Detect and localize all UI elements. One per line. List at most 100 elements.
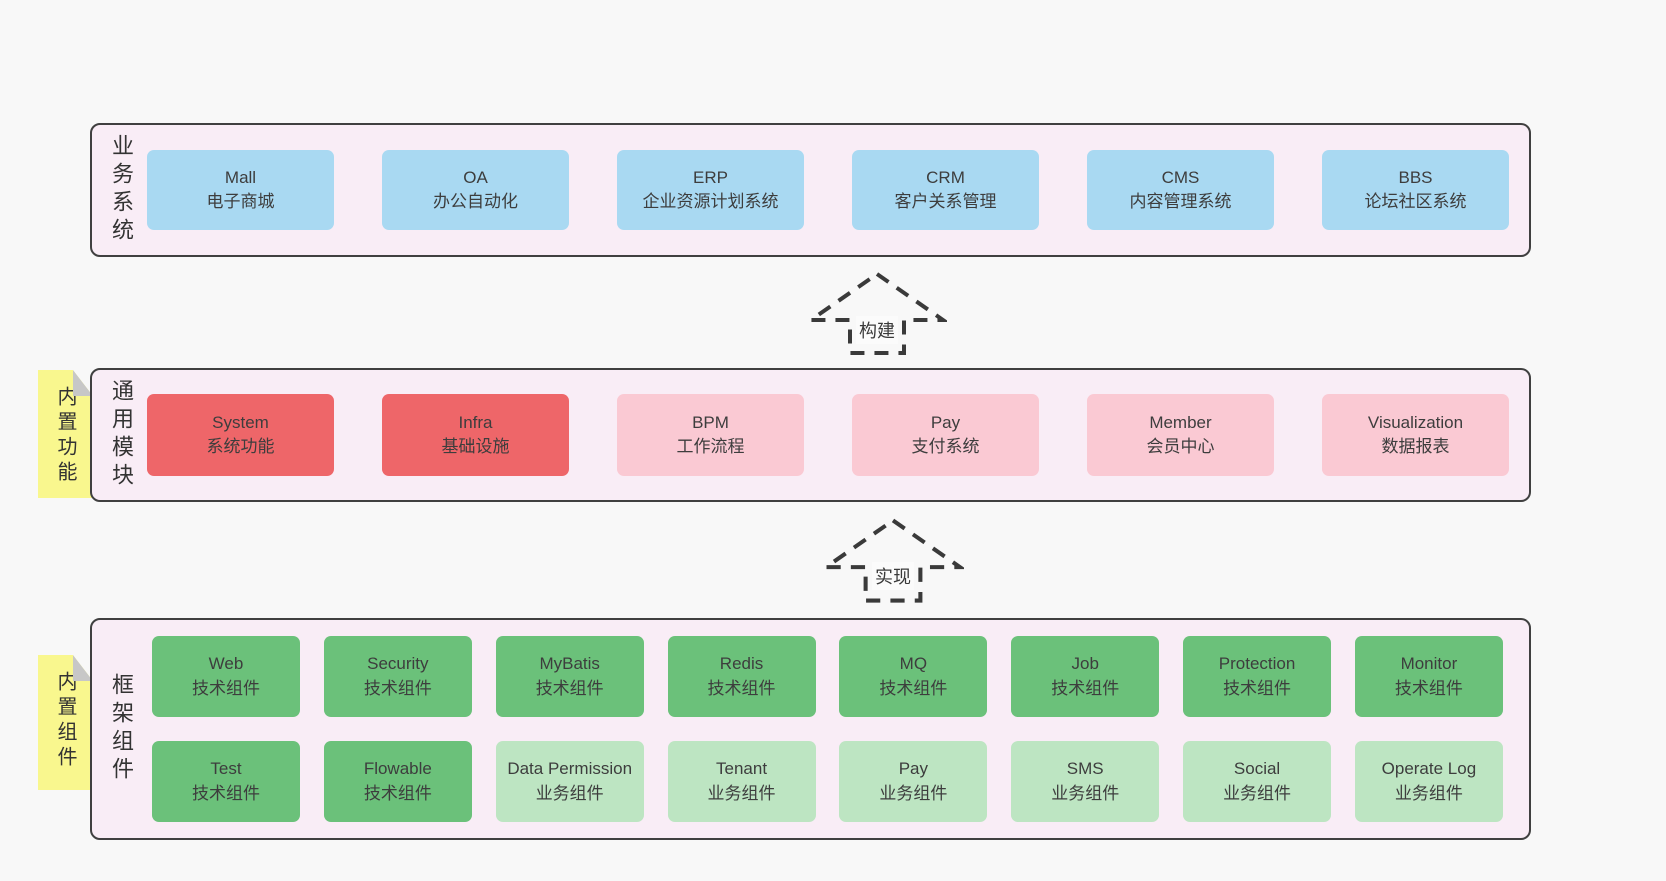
box-name: Tenant — [716, 759, 768, 779]
box-name: Social — [1233, 759, 1281, 779]
band-row: System 系统功能 Infra 基础设施 BPM 工作流程 Pay 支付系统… — [92, 394, 1529, 476]
box-name: Mall — [224, 167, 257, 187]
box-name: Pay — [898, 759, 929, 779]
box-desc: 论坛社区系统 — [1364, 192, 1467, 211]
box-name: MQ — [899, 654, 928, 674]
box-cms: CMS 内容管理系统 — [1087, 150, 1274, 230]
box-desc: 技术组件 — [1051, 678, 1120, 698]
dashed-up-arrow-icon — [807, 271, 947, 355]
box-desc: 业务组件 — [1223, 783, 1292, 803]
box-security: Security 技术组件 — [323, 636, 472, 717]
box-desc: 技术组件 — [363, 783, 432, 803]
box-desc: 技术组件 — [707, 678, 776, 698]
box-flowable: Flowable 技术组件 — [323, 741, 472, 822]
box-name: CMS — [1161, 167, 1200, 187]
box-desc: 业务组件 — [879, 783, 948, 803]
note-label: 内置功能 — [54, 386, 76, 486]
box-social: Social 业务组件 — [1183, 741, 1332, 822]
sticky-note-builtin-components: 内置组件 — [38, 655, 93, 790]
box-desc: 技术组件 — [879, 678, 948, 698]
band-framework-components: 框架组件 Web 技术组件 Security 技术组件 MyBatis 技术组件… — [90, 618, 1531, 840]
box-desc: 技术组件 — [192, 678, 260, 698]
box-desc: 会员中心 — [1146, 437, 1215, 456]
band-row-1: Web 技术组件 Security 技术组件 MyBatis 技术组件 Redi… — [152, 636, 1503, 717]
box-name: MyBatis — [539, 654, 600, 674]
box-operate-log: Operate Log 业务组件 — [1354, 741, 1503, 822]
box-desc: 工作流程 — [676, 437, 745, 456]
box-desc: 企业资源计划系统 — [642, 192, 779, 211]
box-desc: 支付系统 — [911, 437, 980, 456]
box-mq: MQ 技术组件 — [839, 636, 988, 717]
box-desc: 基础设施 — [441, 437, 510, 456]
dashed-up-arrow-icon — [822, 517, 964, 603]
box-desc: 业务组件 — [1051, 783, 1120, 803]
box-desc: 客户关系管理 — [894, 192, 997, 211]
box-name: OA — [463, 167, 488, 187]
arrow-label: 实现 — [872, 562, 914, 590]
box-data-permission: Data Permission 业务组件 — [495, 741, 644, 822]
band-row-2: Test 技术组件 Flowable 技术组件 Data Permission … — [152, 741, 1503, 822]
box-name: CRM — [926, 167, 965, 187]
box-name: Infra — [458, 412, 493, 432]
box-sms: SMS 业务组件 — [1011, 741, 1160, 822]
build-arrow-icon: 构建 — [807, 270, 947, 356]
box-name: Job — [1071, 654, 1099, 674]
box-name: Pay — [930, 412, 961, 432]
note-label: 内置组件 — [54, 671, 76, 771]
box-web: Web 技术组件 — [152, 636, 300, 717]
box-name: Protection — [1218, 654, 1296, 674]
box-pay-component: Pay 业务组件 — [839, 741, 988, 822]
box-desc: 技术组件 — [535, 678, 604, 698]
box-name: Data Permission — [507, 759, 633, 779]
box-name: Member — [1149, 412, 1212, 432]
box-protection: Protection 技术组件 — [1183, 636, 1332, 717]
box-desc: 技术组件 — [1394, 678, 1463, 698]
band-common-modules: 通用模块 System 系统功能 Infra 基础设施 BPM 工作流程 Pay… — [90, 368, 1531, 502]
box-job: Job 技术组件 — [1011, 636, 1160, 717]
box-name: Redis — [719, 654, 764, 674]
band-business-systems: 业务系统 Mall 电子商城 OA 办公自动化 ERP 企业资源计划系统 CRM… — [90, 123, 1531, 257]
box-desc: 系统功能 — [206, 437, 275, 456]
box-erp: ERP 企业资源计划系统 — [617, 150, 804, 230]
implement-arrow-icon: 实现 — [822, 516, 964, 604]
box-member: Member 会员中心 — [1087, 394, 1274, 476]
band-label: 框架组件 — [109, 673, 134, 785]
box-name: Operate Log — [1381, 759, 1477, 779]
band-row: Mall 电子商城 OA 办公自动化 ERP 企业资源计划系统 CRM 客户关系… — [92, 150, 1529, 230]
band-label: 通用模块 — [109, 379, 134, 491]
box-infra: Infra 基础设施 — [382, 394, 569, 476]
box-desc: 技术组件 — [363, 678, 432, 698]
box-desc: 技术组件 — [1223, 678, 1292, 698]
box-desc: 业务组件 — [707, 783, 776, 803]
box-name: SMS — [1066, 759, 1104, 779]
box-crm: CRM 客户关系管理 — [852, 150, 1039, 230]
box-name: Visualization — [1367, 412, 1464, 432]
box-desc: 数据报表 — [1381, 437, 1450, 456]
box-test: Test 技术组件 — [152, 741, 300, 822]
box-name: BBS — [1398, 167, 1433, 187]
box-name: Monitor — [1400, 654, 1458, 674]
box-desc: 办公自动化 — [433, 192, 518, 211]
box-name: Web — [208, 654, 244, 674]
box-visualization: Visualization 数据报表 — [1322, 394, 1509, 476]
box-system: System 系统功能 — [147, 394, 334, 476]
box-name: BPM — [692, 412, 729, 432]
box-mall: Mall 电子商城 — [147, 150, 334, 230]
band-label: 业务系统 — [109, 134, 134, 246]
box-desc: 电子商城 — [206, 192, 275, 211]
box-name: Security — [367, 654, 429, 674]
box-monitor: Monitor 技术组件 — [1354, 636, 1503, 717]
box-oa: OA 办公自动化 — [382, 150, 569, 230]
sticky-note-builtin-features: 内置功能 — [38, 370, 93, 498]
box-desc: 业务组件 — [1394, 783, 1463, 803]
box-name: Test — [210, 759, 242, 779]
band-grid: Web 技术组件 Security 技术组件 MyBatis 技术组件 Redi… — [92, 636, 1529, 822]
box-desc: 业务组件 — [535, 783, 604, 803]
box-name: Flowable — [363, 759, 432, 779]
box-bpm: BPM 工作流程 — [617, 394, 804, 476]
box-tenant: Tenant 业务组件 — [667, 741, 816, 822]
box-desc: 技术组件 — [192, 783, 260, 803]
box-bbs: BBS 论坛社区系统 — [1322, 150, 1509, 230]
box-mybatis: MyBatis 技术组件 — [495, 636, 644, 717]
